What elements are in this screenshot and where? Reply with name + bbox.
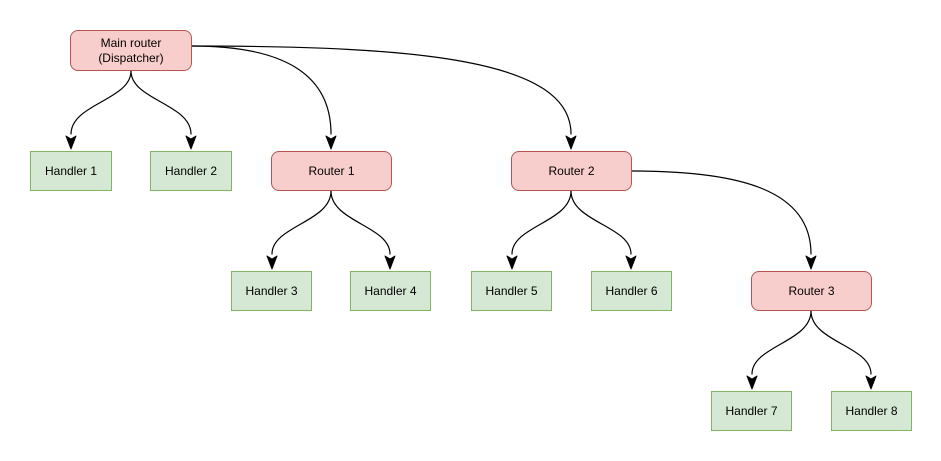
node-handler-2[interactable]: Handler 2 (150, 151, 232, 191)
node-handler-7[interactable]: Handler 7 (711, 391, 792, 431)
node-handler-6-label: Handler 6 (605, 283, 658, 298)
edge-router-1-to-handler-4-arrowhead (384, 255, 396, 270)
edge-main-to-handler-1 (65, 70, 132, 150)
node-handler-6[interactable]: Handler 6 (591, 271, 672, 311)
edge-main-to-handler-1-path (70, 70, 132, 135)
edge-router-2-to-handler-5-path (511, 190, 572, 255)
edge-router-1-to-handler-4-path (330, 190, 391, 255)
edge-router-2-to-router-3 (631, 170, 817, 270)
node-handler-7-label: Handler 7 (725, 403, 778, 418)
edge-main-to-router-2-path (191, 45, 572, 135)
edge-router-1-to-handler-3-path (271, 190, 332, 255)
node-handler-8[interactable]: Handler 8 (831, 391, 912, 431)
node-handler-5-label: Handler 5 (485, 283, 538, 298)
edge-main-to-handler-1-arrowhead (65, 135, 77, 150)
edge-main-to-handler-2-arrowhead (185, 135, 197, 150)
node-router-3-label: Router 3 (788, 283, 835, 298)
node-router-1-label: Router 1 (308, 163, 355, 178)
node-handler-1-label: Handler 1 (44, 163, 98, 178)
edge-main-to-router-1 (191, 45, 337, 150)
edge-router-3-to-handler-7-path (751, 310, 812, 375)
edge-main-to-router-2 (191, 45, 577, 150)
node-handler-8-label: Handler 8 (845, 403, 898, 418)
node-router-2-label: Router 2 (548, 163, 595, 178)
node-handler-4-label: Handler 4 (364, 283, 417, 298)
edge-router-2-to-handler-6-arrowhead (625, 255, 637, 270)
edge-router-1-to-handler-3 (266, 190, 332, 270)
edge-router-3-to-handler-8-arrowhead (865, 375, 877, 390)
node-handler-3-label: Handler 3 (245, 283, 298, 298)
node-main-router[interactable]: Main router (Dispatcher) (70, 30, 192, 71)
edge-router-2-to-router-3-path (631, 170, 812, 255)
edge-router-3-to-handler-8 (810, 310, 877, 390)
edge-main-to-router-2-arrowhead (565, 135, 577, 150)
edge-router-3-to-handler-8-path (810, 310, 872, 375)
edge-router-3-to-handler-7-arrowhead (746, 375, 758, 390)
edge-main-to-router-1-path (191, 45, 332, 135)
edge-router-2-to-handler-6 (570, 190, 637, 270)
edge-router-2-to-router-3-arrowhead (805, 255, 817, 270)
node-handler-5[interactable]: Handler 5 (471, 271, 552, 311)
edge-router-3-to-handler-7 (746, 310, 812, 390)
edge-router-1-to-handler-3-arrowhead (266, 255, 278, 270)
edge-main-to-router-1-arrowhead (325, 135, 337, 150)
edge-router-2-to-handler-5 (506, 190, 572, 270)
edge-main-to-handler-2-path (130, 70, 192, 135)
node-main-router-label: Main router (Dispatcher) (98, 35, 164, 65)
edge-router-1-to-handler-4 (330, 190, 396, 270)
node-handler-3[interactable]: Handler 3 (231, 271, 312, 311)
edge-router-2-to-handler-6-path (570, 190, 632, 255)
node-handler-2-label: Handler 2 (164, 163, 218, 178)
edge-router-2-to-handler-5-arrowhead (506, 255, 518, 270)
node-handler-1[interactable]: Handler 1 (30, 151, 112, 191)
node-router-3[interactable]: Router 3 (751, 271, 872, 311)
node-router-2[interactable]: Router 2 (511, 151, 632, 191)
edge-main-to-handler-2 (130, 70, 197, 150)
node-handler-4[interactable]: Handler 4 (350, 271, 431, 311)
node-router-1[interactable]: Router 1 (271, 151, 392, 191)
